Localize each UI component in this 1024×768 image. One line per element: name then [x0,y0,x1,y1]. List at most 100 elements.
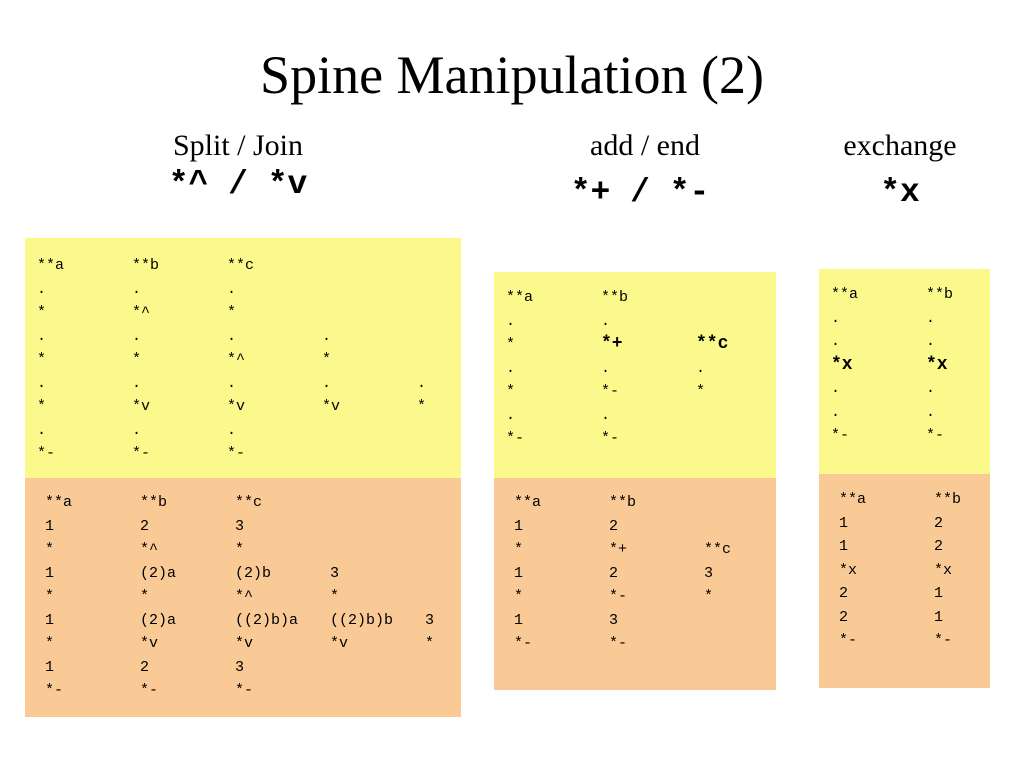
spine-token: *- [609,588,628,605]
spine-token: * [704,588,714,605]
spine-token [322,419,417,443]
spine-token: . [601,406,611,424]
spine-token: **a [37,257,65,274]
spine-token [704,491,764,515]
spine-token: *- [839,632,858,649]
spine-token [425,562,465,586]
spine-token [425,656,465,680]
spine-token: *x [926,354,948,375]
spine-token: *+ [609,541,628,558]
spine-token: (2)b [235,564,272,582]
spine-token: * [37,304,47,321]
spine-token [330,538,425,562]
spine-token: . [831,309,841,327]
spine-token: *v [227,398,246,415]
add-end-label: add / end [590,129,700,162]
spine-token: *v [322,398,341,415]
spine-token: *v [235,635,254,652]
spine-token: *x [839,561,858,579]
spine-token: . [37,280,47,298]
spine-token: *v [132,398,151,415]
exchange-spine-box: **a**b....*x*x....*-*- [819,269,990,474]
spine-token: . [322,327,332,345]
spine-token: . [926,333,936,350]
spine-token: * [506,383,516,400]
spine-token: . [227,280,237,298]
spine-token: 1 [934,585,944,602]
spine-token [322,278,417,302]
spine-token: . [132,421,142,439]
spine-token: 3 [235,658,245,676]
spine-token: * [45,541,55,558]
spine-token: * [37,351,47,368]
spine-token: *v [140,635,159,652]
spine-token: * [45,588,55,605]
spine-token: . [227,327,237,345]
spine-token: 2 [839,608,849,626]
spine-token: **c [235,494,263,511]
spine-token: **b [601,289,629,306]
spine-token: * [425,635,435,652]
spine-token: 1 [514,611,524,629]
spine-token: *+ [601,334,623,354]
exchange-spine-grid: **a**b....*x*x....*-*- [831,283,981,448]
spine-token: . [926,380,936,397]
spine-token: . [831,333,841,350]
spine-token [425,585,465,609]
split-join-command: *^ / *v [168,166,308,203]
spine-token: *- [514,635,533,652]
spine-token: 1 [45,564,55,582]
spine-token [322,442,417,466]
spine-token: 1 [514,564,524,582]
spine-token: 1 [45,611,55,629]
spine-token: *- [926,427,945,444]
spine-token: . [926,309,936,327]
spine-token: 3 [609,611,619,629]
spine-token: *x [831,354,853,375]
spine-token [425,491,465,515]
split-join-label: Split / Join [172,129,304,162]
exchange-command: *x [880,174,920,211]
spine-token: *- [45,682,64,699]
spine-token: 3 [330,564,340,582]
spine-token: . [506,312,516,330]
spine-token [704,609,764,633]
spine-token: *- [601,383,620,400]
spine-token [417,278,457,302]
spine-token: 1 [934,608,944,626]
spine-token: 2 [934,514,944,532]
spine-token [704,515,764,539]
spine-token: **a [45,494,73,511]
spine-token: **a [506,289,534,306]
spine-token: **b [609,494,637,511]
spine-token: (2)a [140,564,177,582]
spine-token: 3 [704,564,714,582]
split-join-spine-grid: **a**b**c...**^*....***^*.....**v*v*v*..… [37,254,457,466]
spine-token [417,419,457,443]
spine-token: * [696,383,706,400]
spine-token: . [227,374,237,392]
spine-token: * [227,304,237,321]
add-end-command: *+ / *- [570,174,710,211]
spine-token: *- [37,445,56,462]
spine-token: 2 [609,564,619,582]
spine-token: ((2)b)b [330,611,394,629]
spine-token: * [514,541,524,558]
spine-token: **b [926,286,954,303]
spine-token: 1 [839,538,849,555]
spine-token: . [417,374,427,392]
spine-token: *- [132,445,151,462]
spine-token [425,538,465,562]
spine-token: *- [934,632,953,649]
spine-token [417,254,457,278]
spine-token: . [601,312,611,330]
spine-token [425,679,465,703]
spine-token: . [831,403,841,421]
spine-token [696,427,756,451]
spine-token: . [506,406,516,424]
spine-token: 3 [235,517,245,535]
spine-token: **a [831,286,859,303]
